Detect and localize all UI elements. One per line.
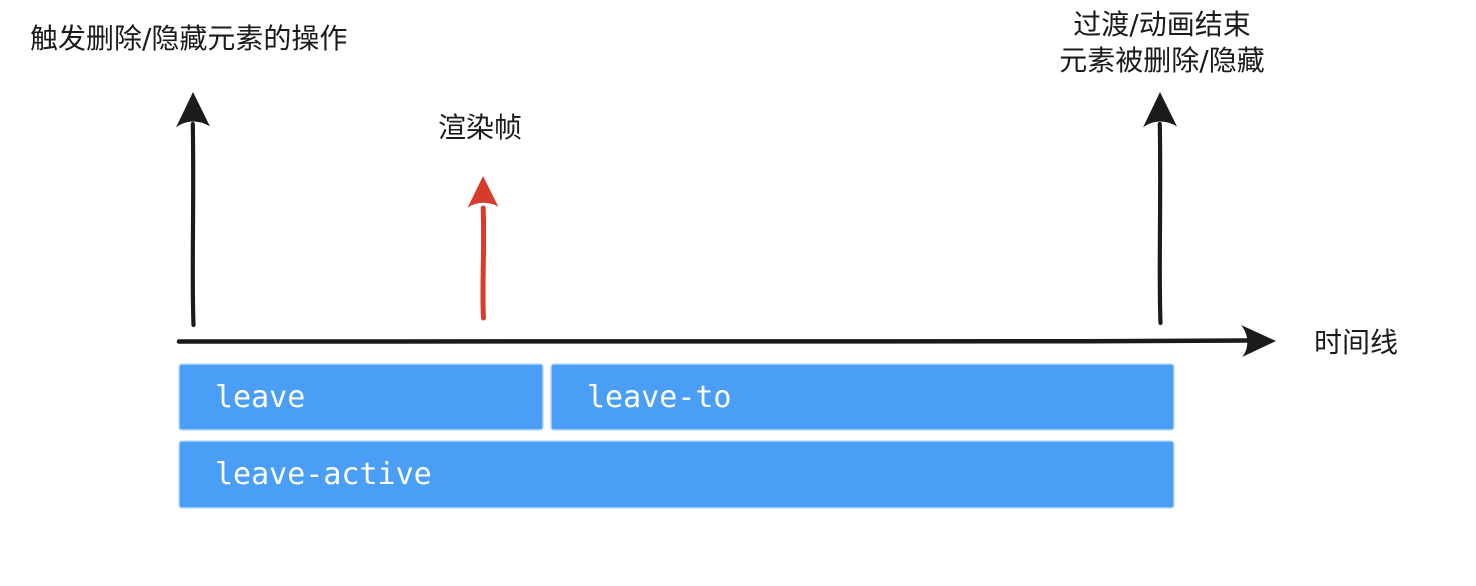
trigger-event-arrow-shaft bbox=[190, 121, 196, 328]
end-event-arrow-shaft bbox=[1157, 121, 1163, 326]
end-event-arrowhead bbox=[1143, 92, 1177, 128]
end-event-label-line1: 过渡/动画结束 bbox=[1073, 8, 1251, 41]
timeline-axis-arrowhead bbox=[1241, 325, 1276, 357]
render-frame-arrow bbox=[467, 176, 499, 321]
trigger-event-arrowhead bbox=[176, 92, 210, 128]
bar-label: leave bbox=[215, 379, 306, 415]
trigger-event-label: 触发删除/隐藏元素的操作 bbox=[30, 22, 348, 55]
timeline-axis bbox=[176, 325, 1276, 357]
end-event-label-line2: 元素被删除/隐藏 bbox=[1059, 44, 1265, 77]
render-frame-label: 渲染帧 bbox=[438, 111, 523, 144]
render-frame-arrow-shaft bbox=[480, 205, 487, 321]
timeline-label: 时间线 bbox=[1314, 326, 1399, 359]
render-frame-arrowhead bbox=[467, 176, 499, 208]
timeline-axis-shaft bbox=[176, 338, 1251, 344]
bar-leave: leave bbox=[180, 365, 542, 429]
bar-leave-active: leave-active bbox=[180, 442, 1173, 507]
end-event-label: 过渡/动画结束 元素被删除/隐藏 bbox=[1002, 7, 1322, 79]
bar-leave-to: leave-to bbox=[552, 365, 1173, 429]
bar-label: leave-active bbox=[215, 457, 432, 492]
trigger-event-arrow bbox=[176, 92, 210, 328]
bar-label: leave-to bbox=[587, 379, 732, 415]
end-event-arrow bbox=[1143, 92, 1177, 326]
